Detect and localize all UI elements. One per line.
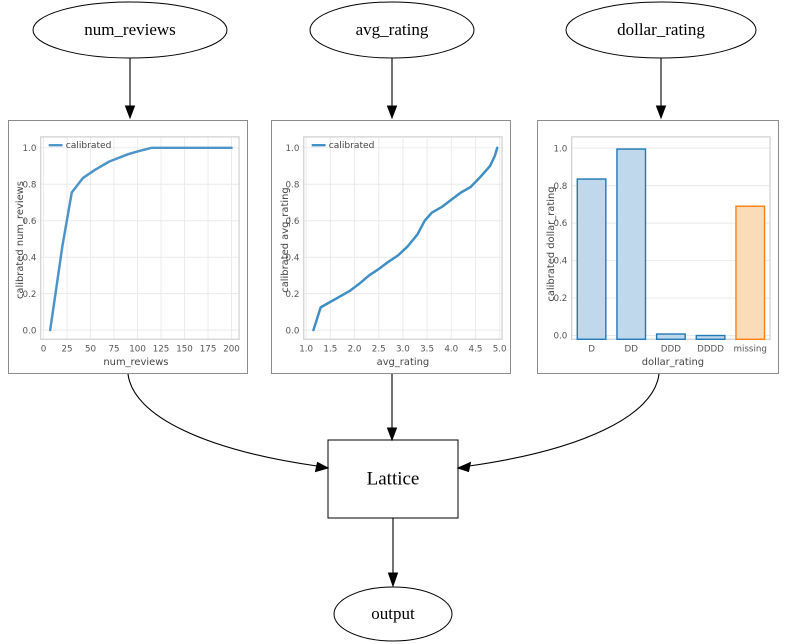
y-tick-label: 0.2 [285, 290, 299, 300]
y-tick-label: 0.8 [553, 182, 567, 192]
x-tick-label: 3.0 [396, 345, 410, 355]
edge-lattice-to-output [387, 518, 399, 588]
y-tick-label: 1.0 [22, 144, 36, 154]
edge-calibrator-dollar-rating-to-lattice [456, 373, 660, 473]
y-tick-label: 1.0 [553, 144, 567, 154]
node-avg-rating[interactable]: avg_rating [309, 1, 475, 59]
y-tick-label: 0.0 [22, 326, 36, 336]
node-lattice-label: Lattice [367, 468, 420, 489]
y-tick-label: 0.2 [22, 290, 36, 300]
x-tick-label: 0 [41, 345, 47, 355]
x-tick-label: D [588, 345, 595, 355]
chart-axes-spines [303, 136, 503, 340]
chart-y-tick-labels: 0.0 0.2 0.4 0.6 0.8 1.0 [553, 144, 567, 341]
legend-label: calibrated [329, 141, 375, 151]
node-num-reviews[interactable]: num_reviews [32, 1, 228, 59]
chart-x-axis-title: num_reviews [103, 357, 168, 368]
chart-gridlines [303, 136, 503, 340]
node-output[interactable]: output [333, 586, 453, 642]
calibration-curve [312, 146, 499, 332]
bar [695, 334, 726, 340]
chart-legend: calibrated [311, 141, 375, 151]
y-tick-label: 0.6 [553, 219, 567, 229]
x-tick-label: 150 [176, 345, 193, 355]
chart-series [312, 146, 499, 332]
chart-y-axis-title: calibrated num_reviews [15, 181, 26, 299]
chart-axes-spines [40, 136, 240, 340]
node-dollar-rating[interactable]: dollar_rating [565, 1, 757, 59]
chart-gridlines [40, 136, 240, 340]
chart-bars [576, 148, 766, 340]
node-avg-rating-label: avg_rating [356, 20, 429, 39]
chart-x-axis-title: avg_rating [377, 357, 430, 368]
edge-num-reviews-to-calibrator [124, 58, 136, 120]
y-tick-label: 0.6 [285, 217, 299, 227]
bar [735, 205, 766, 340]
x-tick-label: DDD [661, 345, 681, 355]
y-tick-label: 1.0 [285, 144, 299, 154]
node-dollar-rating-label: dollar_rating [617, 20, 705, 39]
chart-panel-avg-rating[interactable]: 1.0 1.5 2.0 2.5 3.0 3.5 4.0 4.5 5.0 0.0 0.2 0.4 0.6… [271, 120, 511, 374]
x-tick-label: 4.5 [469, 345, 483, 355]
edge-dollar-rating-to-calibrator [655, 58, 667, 120]
x-tick-label: 1.0 [299, 345, 313, 355]
x-tick-label: DDDD [697, 345, 724, 355]
x-tick-label: 5.0 [493, 345, 507, 355]
legend-label: calibrated [66, 141, 112, 151]
chart-avg-rating-svg: 1.0 1.5 2.0 2.5 3.0 3.5 4.0 4.5 5.0 0.0 0.2 0.4 0.6… [280, 136, 507, 368]
y-tick-label: 0.0 [553, 332, 567, 342]
y-tick-label: 0.4 [285, 253, 299, 263]
y-tick-label: 0.2 [553, 294, 567, 304]
x-tick-label: missing [733, 345, 766, 355]
x-tick-label: 2.5 [372, 345, 386, 355]
x-tick-label: 2.0 [348, 345, 362, 355]
edge-avg-rating-to-calibrator [386, 58, 398, 120]
x-tick-label: 3.5 [420, 345, 434, 355]
y-tick-label: 0.4 [553, 257, 567, 267]
chart-panel-num-reviews[interactable]: 0 25 50 75 100 125 150 175 200 0.0 0.2 0.4 0.6 0.8 1.… [8, 120, 248, 374]
x-tick-label: 200 [223, 345, 240, 355]
edge-calibrator-avg-rating-to-lattice [386, 374, 398, 442]
bar [655, 333, 686, 340]
node-lattice[interactable]: Lattice [327, 439, 459, 519]
bar [616, 148, 647, 340]
plot-frame [303, 136, 503, 340]
chart-x-tick-labels: 0 25 50 75 100 125 150 175 200 [41, 345, 240, 355]
x-tick-label: 4.0 [444, 345, 458, 355]
chart-num-reviews-svg: 0 25 50 75 100 125 150 175 200 0.0 0.2 0.4 0.6 0.8 1.… [15, 136, 240, 368]
chart-legend: calibrated [48, 141, 112, 151]
x-tick-label: DD [625, 345, 639, 355]
node-output-label: output [371, 604, 415, 623]
chart-y-axis-title: calibrated dollar_rating [546, 186, 557, 301]
y-tick-label: 0.4 [22, 253, 36, 263]
x-tick-label: 25 [61, 345, 72, 355]
bar [576, 178, 607, 340]
y-tick-label: 0.8 [22, 180, 36, 190]
x-tick-label: 100 [129, 345, 146, 355]
x-tick-label: 175 [200, 345, 217, 355]
x-tick-label: 50 [85, 345, 96, 355]
node-num-reviews-label: num_reviews [84, 20, 176, 39]
y-tick-label: 0.8 [285, 180, 299, 190]
edge-calibrator-num-reviews-to-lattice [127, 373, 330, 473]
x-tick-label: 125 [153, 345, 170, 355]
plot-frame [40, 136, 240, 340]
chart-y-tick-labels: 0.0 0.2 0.4 0.6 0.8 1.0 [285, 144, 299, 336]
y-tick-label: 0.6 [22, 217, 36, 227]
chart-y-axis-title: calibrated avg_rating [280, 187, 291, 292]
x-tick-label: 1.5 [323, 345, 337, 355]
calibration-curve [48, 146, 233, 332]
chart-y-tick-labels: 0.0 0.2 0.4 0.6 0.8 1.0 [22, 144, 36, 336]
y-tick-label: 0.0 [285, 326, 299, 336]
chart-x-axis-title: dollar_rating [642, 357, 704, 368]
x-tick-label: 75 [108, 345, 119, 355]
chart-x-tick-labels: 1.0 1.5 2.0 2.5 3.0 3.5 4.0 4.5 5.0 [299, 345, 506, 355]
chart-series [48, 146, 233, 332]
